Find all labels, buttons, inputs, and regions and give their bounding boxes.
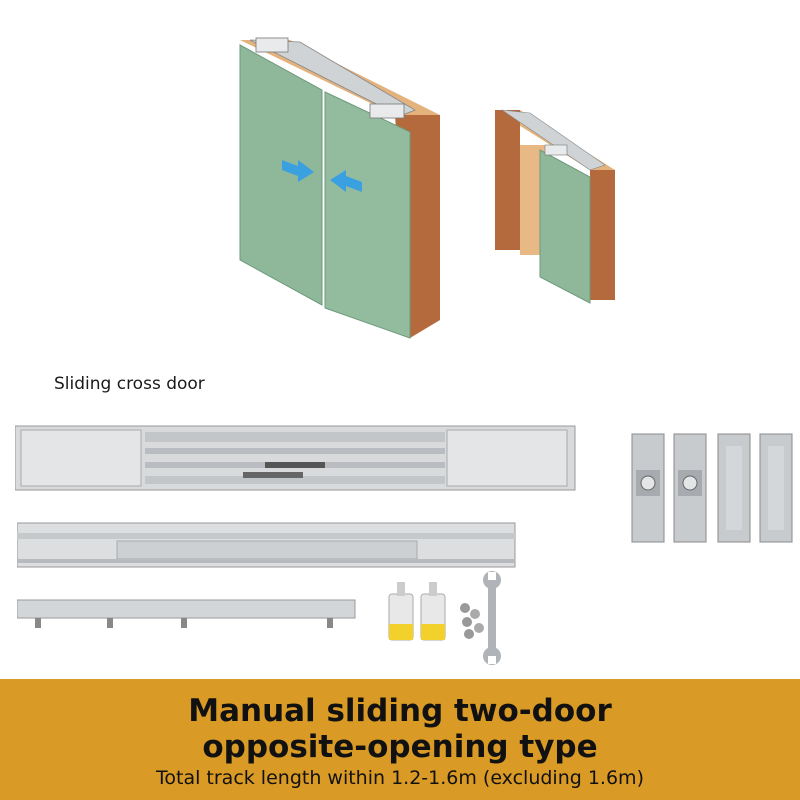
arrow-right-icon bbox=[282, 160, 314, 182]
bracket-2 bbox=[673, 433, 707, 543]
banner-title-line2: opposite-opening type bbox=[202, 729, 598, 765]
track2-rail-2 bbox=[17, 559, 515, 563]
banner-title-line1: Manual sliding two-door bbox=[188, 693, 612, 729]
rail-foot-3 bbox=[181, 618, 187, 628]
mounting-bracket-icon bbox=[631, 433, 793, 543]
tube-1-cap bbox=[397, 582, 405, 596]
tube-2-label bbox=[421, 624, 445, 640]
track2-slider bbox=[116, 540, 418, 560]
small-cabinet-side bbox=[590, 170, 615, 300]
right-end-cap bbox=[446, 429, 568, 487]
roller-left bbox=[255, 37, 289, 53]
rail-foot-4 bbox=[327, 618, 333, 628]
small-roller bbox=[544, 144, 568, 156]
rail-2 bbox=[145, 448, 445, 454]
rail-4 bbox=[145, 476, 445, 484]
right-door bbox=[324, 91, 411, 339]
small-cabinet-left bbox=[495, 110, 520, 250]
tube-2-cap bbox=[429, 582, 437, 596]
single-door-cabinet-illustration bbox=[495, 109, 615, 304]
arrow-left-icon bbox=[330, 170, 362, 192]
bracket-4 bbox=[759, 433, 793, 543]
tube-1-label bbox=[389, 624, 413, 640]
bracket-1 bbox=[631, 433, 665, 543]
bracket-3 bbox=[717, 433, 751, 543]
left-door bbox=[239, 44, 323, 306]
screw-set-icon bbox=[460, 603, 484, 639]
track2-rail-1 bbox=[17, 533, 515, 539]
rail-1 bbox=[145, 432, 445, 442]
rail-body bbox=[17, 599, 356, 619]
two-door-cabinet-illustration bbox=[239, 37, 440, 339]
wrench-icon bbox=[483, 571, 501, 665]
title-banner: Manual sliding two-door opposite-opening… bbox=[0, 679, 800, 800]
left-end-cap bbox=[20, 429, 142, 487]
bottom-guide-rail bbox=[17, 599, 356, 628]
center-stopper bbox=[265, 462, 325, 468]
main-track-assembly bbox=[15, 425, 576, 491]
center-stopper-2 bbox=[243, 472, 303, 478]
secondary-track bbox=[17, 522, 516, 568]
banner-subtitle: Total track length within 1.2-1.6m (excl… bbox=[156, 767, 644, 789]
rail-foot-1 bbox=[35, 618, 41, 628]
rail-foot-2 bbox=[107, 618, 113, 628]
roller-right bbox=[369, 103, 405, 119]
caption-text: Sliding cross door bbox=[54, 374, 205, 394]
glue-tube-icon bbox=[388, 582, 446, 641]
small-cabinet-door bbox=[539, 149, 591, 304]
